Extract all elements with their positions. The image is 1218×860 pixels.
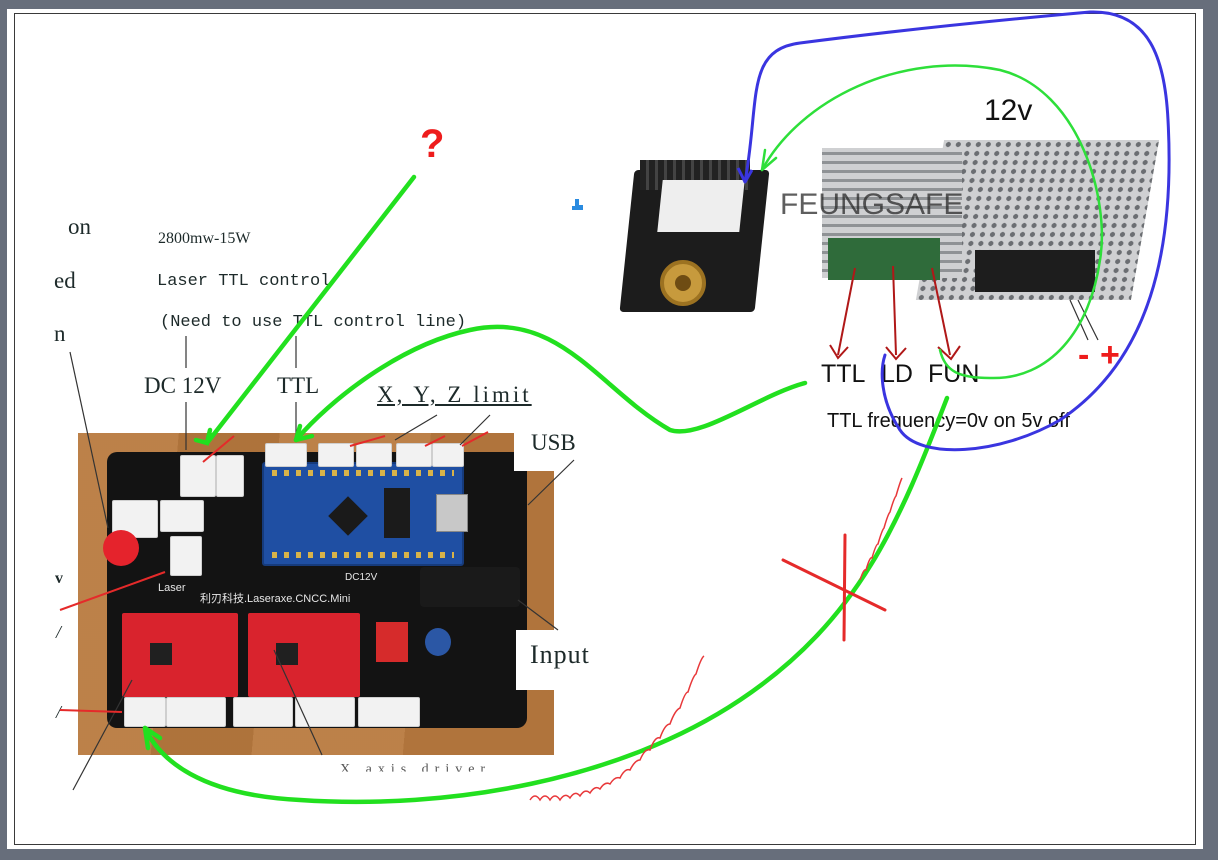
cropped-label-slash-1: /: [56, 622, 62, 642]
input-label: Input: [530, 640, 590, 669]
mcu-chip: [328, 496, 368, 536]
laser-connector: [170, 536, 202, 576]
laser-ttl-control-label: Laser TTL control: [157, 272, 331, 291]
laser-power-spec: 2800mw-15W: [158, 230, 251, 247]
ttl-frequency-note: TTL frequency=0v on 5v off: [827, 410, 1070, 432]
motor-connector: [358, 697, 420, 727]
motor-connector: [295, 697, 355, 727]
ttl-port-label: TTL: [277, 373, 320, 398]
dc-12v-label: DC 12V: [144, 373, 222, 398]
limit-connector: [432, 443, 464, 467]
usb-serial-chip: [384, 488, 410, 538]
limit-connector-y: [356, 443, 392, 467]
connector-label-fun: FUN: [928, 360, 980, 388]
stepper-driver-x: [122, 613, 238, 697]
motor-connector: [124, 697, 166, 727]
limit-connector-x: [318, 443, 354, 467]
question-mark: ?: [420, 122, 445, 166]
motor-connector: [233, 697, 293, 727]
motor-connector: [166, 697, 226, 727]
ttl-control-line-note: (Need to use TTL control line): [160, 313, 467, 332]
connector: [216, 455, 244, 497]
laser-driver-board: [828, 238, 940, 280]
cropped-label-n: n: [54, 321, 66, 346]
voltage-12v-label: 12v: [984, 94, 1033, 127]
dip-switch: [376, 622, 408, 662]
pin-header-bottom: [272, 552, 454, 558]
cropped-label-ed: ed: [54, 268, 76, 293]
silk-board-name: 利刃科技.Laseraxe.CNCC.Mini: [200, 593, 351, 605]
driver-ic: [150, 643, 172, 665]
pin-header-top: [272, 470, 454, 476]
connector-label-ttl: TTL: [821, 360, 866, 388]
stepper-driver-y: [248, 613, 360, 697]
usb-label: USB: [531, 430, 576, 455]
dc-input-jack: [420, 567, 520, 607]
page-border: [14, 13, 1196, 845]
polarity-minus: -: [1078, 336, 1090, 374]
silk-laser: Laser: [158, 582, 186, 594]
ttl-connector: [265, 443, 307, 467]
boot-icon: [572, 199, 583, 210]
psu-terminal-block: [975, 250, 1095, 292]
limit-connector-z: [396, 443, 432, 467]
laser-danger-label: [657, 180, 745, 232]
xyz-limit-label: X, Y, Z limit: [377, 382, 532, 407]
cropped-label-slash-2: /: [56, 702, 62, 722]
connector-label-ld: LD: [881, 360, 913, 388]
laser-lens: [660, 260, 706, 306]
arduino-nano: [262, 462, 468, 566]
polarity-plus: +: [1100, 336, 1120, 374]
red-button: [103, 530, 139, 566]
silk-dc12v: DC12V: [345, 572, 378, 583]
dc12v-connector: [180, 455, 216, 497]
cropped-label-v: v: [55, 570, 63, 587]
driver-ic: [276, 643, 298, 665]
capacitor: [425, 628, 451, 656]
watermark-text: FEUNGSAFE: [780, 188, 964, 221]
cropped-label-on: on: [68, 214, 91, 239]
connector: [160, 500, 204, 532]
mini-usb-port: [436, 494, 468, 532]
